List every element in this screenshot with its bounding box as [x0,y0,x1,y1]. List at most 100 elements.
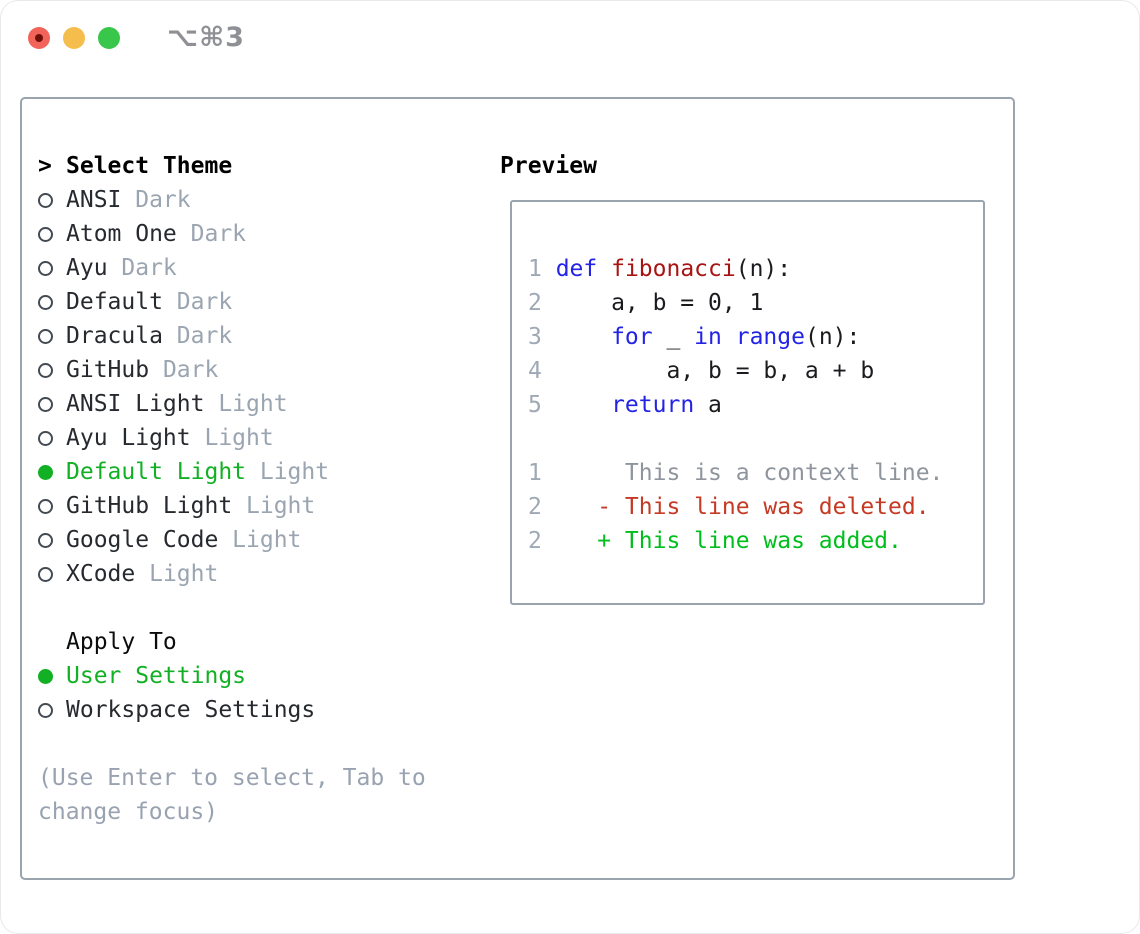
radio-icon [38,396,66,412]
code-token [556,388,611,422]
theme-variant-label: Light [149,561,219,587]
option-label: Dracula [66,323,163,349]
line-number: 1 [528,460,542,486]
radio-icon [38,702,66,718]
option-label: Google Code [66,527,219,553]
code-token: return [611,392,695,418]
code-token: a, b = b, a + b [555,358,875,384]
code-line: 4 a, b = b, a + b [528,354,983,388]
option-label: GitHub Light [66,493,233,519]
select-theme-header: Select Theme [66,153,233,179]
line-number: 4 [528,358,542,384]
code-token: - This line was deleted. [555,494,930,520]
radio-icon [38,362,66,378]
theme-variant-label: Dark [190,221,247,247]
line-number [528,422,542,456]
keyboard-shortcut-label: ⌥⌘3 [167,22,245,53]
code-token: + This line was added. [555,528,902,554]
code-token: (n): [735,256,792,282]
minimize-button-icon[interactable] [63,27,85,49]
theme-option[interactable]: GitHub Light Light [38,489,488,523]
line-number: 1 [528,256,542,282]
theme-variant-label: Light [218,391,288,417]
spacer [38,591,488,625]
preview-title: Preview [500,153,597,179]
radio-icon [38,328,66,344]
code-token [722,320,736,354]
focus-caret-icon: > [38,153,52,179]
zoom-button-icon[interactable] [98,27,120,49]
select-theme-prompt: > Select Theme [38,149,488,183]
code-line: 1 def fibonacci(n): [528,252,983,286]
code-token: fibonacci [611,256,736,282]
line-number: 2 [528,290,542,316]
apply-option[interactable]: Workspace Settings [38,693,488,727]
theme-variant-label: Dark [121,255,177,281]
code-line: 1 This is a context line. [528,456,983,490]
radio-selected-icon [38,668,66,684]
option-label: Workspace Settings [66,697,316,723]
radio-icon [38,498,66,514]
theme-option[interactable]: Google Code Light [38,523,488,557]
option-label: XCode [66,561,136,587]
theme-variant-label: Light [204,425,274,451]
code-token: range [735,324,805,350]
option-label: Atom One [66,221,177,247]
radio-icon [38,226,66,242]
code-token: for [611,324,653,350]
theme-option[interactable]: GitHub Dark [38,353,488,387]
line-number: 2 [528,528,542,554]
option-label: Default Light [66,459,247,485]
spacer [38,727,488,761]
theme-variant-label: Light [246,493,316,519]
option-label: ANSI [66,187,122,213]
apply-to-header-row: Apply To [38,625,488,659]
radio-icon [38,192,66,208]
code-line: 5 return a [528,388,983,422]
apply-option[interactable]: User Settings [38,659,488,693]
code-token: in [694,324,722,350]
code-token: a, b = 0, 1 [555,290,764,316]
code-token: (n): [804,324,861,350]
theme-variant-label: Dark [135,187,191,213]
radio-icon [38,260,66,276]
code-line: 2 a, b = 0, 1 [528,286,983,320]
theme-option[interactable]: Atom One Dark [38,217,488,251]
code-line: 3 for _ in range(n): [528,320,983,354]
apply-to-header: Apply To [66,629,177,655]
radio-selected-icon [38,464,66,480]
code-line [528,422,983,456]
theme-option[interactable]: ANSI Dark [38,183,488,217]
theme-variant-label: Dark [176,289,233,315]
close-button-icon[interactable] [28,27,50,49]
line-number: 5 [528,392,542,418]
theme-option[interactable]: ANSI Light Light [38,387,488,421]
theme-variant-label: Light [232,527,302,553]
option-label: ANSI Light [66,391,205,417]
option-label: GitHub [66,357,150,383]
theme-option[interactable]: XCode Light [38,557,488,591]
code-token: _ [652,324,695,350]
theme-variant-label: Dark [162,357,219,383]
code-token: def [555,256,598,282]
line-number: 2 [528,494,542,520]
code-token [556,320,611,354]
code-token [597,252,611,286]
hint-text: (Use Enter to select, Tab to change focu… [38,765,426,825]
option-label: User Settings [66,663,247,689]
radio-icon [38,430,66,446]
radio-icon [38,294,66,310]
window-controls [28,27,120,49]
